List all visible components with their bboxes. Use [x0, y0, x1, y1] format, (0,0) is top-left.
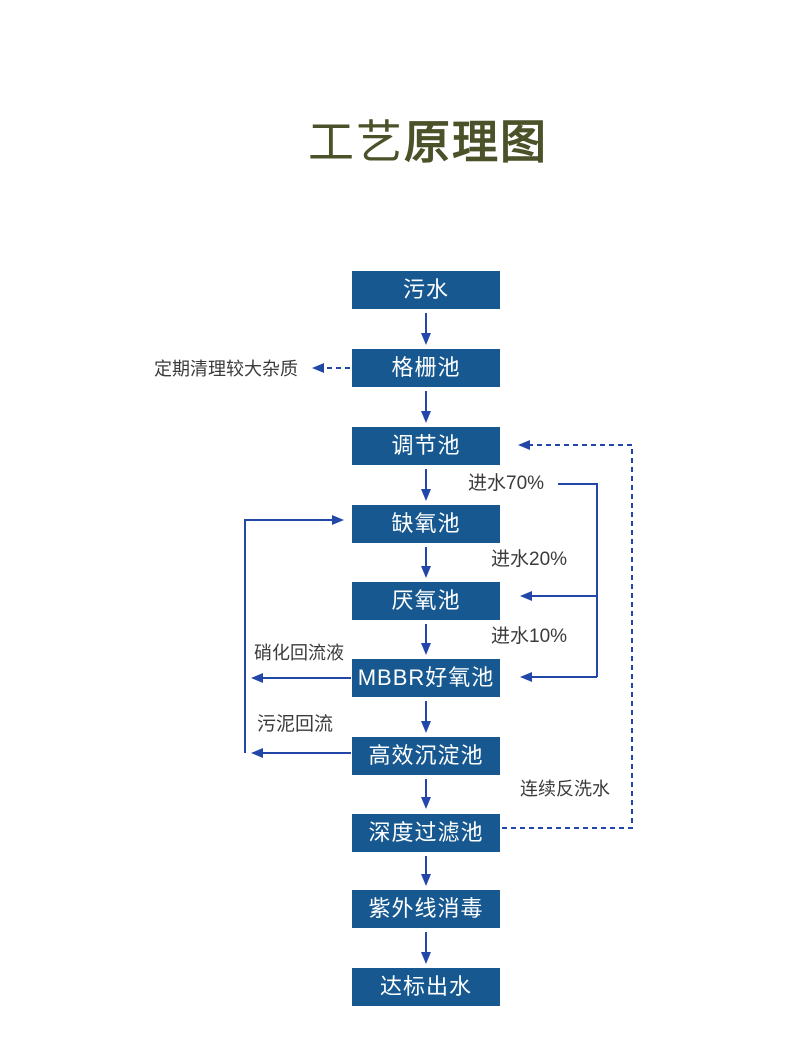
node-sediment-pool: 高效沉淀池 [352, 737, 500, 775]
label-clean-debris: 定期清理较大杂质 [154, 359, 298, 379]
label-sludge-return: 污泥回流 [257, 714, 334, 735]
node-grid-pool: 格栅池 [352, 349, 500, 387]
node-filter-pool: 深度过滤池 [352, 814, 500, 852]
node-outflow: 达标出水 [352, 968, 500, 1006]
node-anaerobic-pool: 厌氧池 [352, 582, 500, 620]
label-inflow-70: 进水70% [468, 473, 545, 494]
label-nitrify-return: 硝化回流液 [254, 643, 344, 663]
node-mbbr-pool: MBBR好氧池 [352, 659, 500, 697]
node-uv-disinfect: 紫外线消毒 [352, 890, 500, 928]
label-inflow-10: 进水10% [491, 626, 568, 647]
node-anoxic-pool: 缺氧池 [352, 505, 500, 543]
label-backwash: 连续反洗水 [520, 779, 610, 799]
label-inflow-20: 进水20% [491, 549, 568, 570]
node-sewage: 污水 [352, 271, 500, 309]
node-regulate-pool: 调节池 [352, 427, 500, 465]
page-title: 工艺原理图 [0, 116, 800, 168]
page-title-light: 工艺 [308, 116, 404, 168]
page-title-bold: 原理图 [404, 116, 548, 168]
